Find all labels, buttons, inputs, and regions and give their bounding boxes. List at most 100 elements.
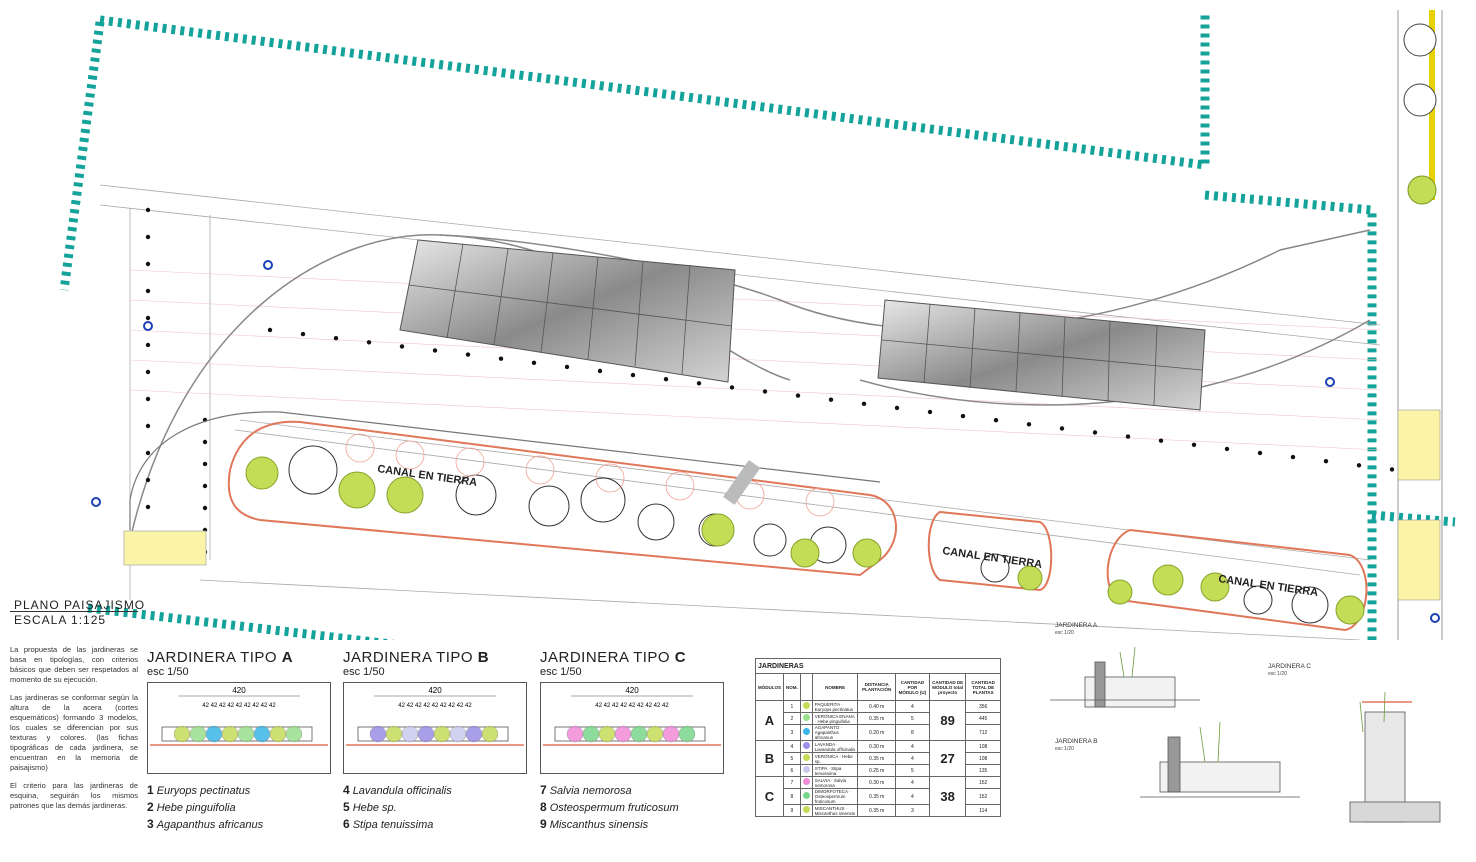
plant-total: 356 bbox=[965, 700, 1001, 713]
section-drawings bbox=[1050, 646, 1441, 823]
plant-total: 135 bbox=[965, 764, 1001, 777]
svg-text:42 42 42 42 42 42 42 42 42: 42 42 42 42 42 42 42 42 42 bbox=[398, 703, 472, 709]
bollard bbox=[333, 336, 339, 341]
plant-name: VERÓNICA · Hebe sp. bbox=[811, 752, 859, 765]
plant-total: 712 bbox=[965, 724, 1001, 741]
row-number: 6 bbox=[783, 764, 801, 777]
plant-distance: 0.40 m bbox=[857, 700, 896, 713]
bollard bbox=[630, 372, 636, 378]
bollard bbox=[145, 369, 151, 375]
bollard bbox=[696, 381, 702, 386]
jardinera-drawing: 420 42 42 42 42 42 42 42 42 42 bbox=[343, 682, 527, 774]
plant-distance: 0.30 m bbox=[857, 776, 896, 789]
plant-swatch bbox=[799, 764, 813, 777]
bollard bbox=[564, 364, 570, 370]
bollard bbox=[145, 288, 151, 294]
bollard bbox=[1158, 438, 1164, 443]
bollard bbox=[366, 340, 372, 345]
plant-name: SALVIA · Salvia nemorosa bbox=[811, 776, 859, 789]
shade-tent-right bbox=[877, 299, 1206, 411]
section-b-title: JARDINERA B bbox=[1055, 738, 1098, 745]
trees-green bbox=[245, 456, 1365, 625]
bollard bbox=[202, 461, 208, 467]
bollard bbox=[861, 401, 867, 406]
row-number: 3 bbox=[783, 724, 801, 741]
plant-total: 445 bbox=[965, 712, 1001, 725]
bollard bbox=[145, 315, 151, 321]
module-count: 89 bbox=[928, 700, 967, 741]
bollard bbox=[300, 331, 306, 337]
bollard bbox=[663, 377, 669, 382]
plant-name: VERÓNICA ENANA · Hebe pinguifolia bbox=[811, 712, 859, 725]
jardinera-title: JARDINERA TIPO C bbox=[540, 649, 687, 666]
plant-total: 108 bbox=[965, 740, 1001, 753]
table-header: NOMBRE bbox=[811, 673, 859, 701]
plant-swatch bbox=[799, 752, 813, 765]
bollard bbox=[1290, 454, 1296, 460]
bollard bbox=[993, 418, 999, 423]
section-c-header: JARDINERA C esc 1/20 bbox=[1268, 663, 1311, 677]
plant-swatch bbox=[799, 740, 813, 753]
plant-qty: 4 bbox=[894, 788, 930, 805]
plant-qty: 4 bbox=[894, 776, 930, 789]
plant-distance: 0.35 m bbox=[857, 804, 896, 817]
plant-distance: 0.35 m bbox=[857, 752, 896, 765]
jardinera-scale: esc 1/50 bbox=[540, 666, 582, 678]
plant-distance: 0.35 m bbox=[857, 788, 896, 805]
bollard bbox=[145, 396, 151, 402]
bollard bbox=[145, 450, 151, 456]
row-number: 2 bbox=[783, 712, 801, 725]
planter-middle bbox=[927, 510, 1053, 592]
bollard bbox=[762, 389, 768, 394]
svg-text:420: 420 bbox=[428, 686, 442, 695]
plant-distance: 0.25 m bbox=[857, 764, 896, 777]
row-number: 9 bbox=[783, 804, 801, 817]
intro-text: La propuesta de las jardineras se basa e… bbox=[10, 645, 138, 818]
plant-name: AGAPANTO · Agapanthus africanus bbox=[811, 724, 859, 741]
plant-name: MISCANTHUS · Miscanthus sinensis bbox=[811, 804, 859, 817]
plant-name: LAVANDA · Lavandula officinalis bbox=[811, 740, 859, 753]
bollard bbox=[1389, 467, 1395, 472]
row-number: 7 bbox=[783, 776, 801, 789]
svg-text:420: 420 bbox=[625, 686, 639, 695]
bollard bbox=[531, 360, 537, 365]
plant-total: 108 bbox=[965, 752, 1001, 765]
jardinera-type-b: JARDINERA TIPO B esc 1/50 420 42 42 42 4… bbox=[343, 649, 527, 833]
landscape-plan: CANAL EN TIERRA CANAL EN TIERRA CANAL EN… bbox=[59, 10, 1456, 640]
right-strip bbox=[1397, 10, 1443, 640]
plant-total: 152 bbox=[965, 776, 1001, 789]
site-boundary bbox=[59, 15, 1456, 640]
row-number: 1 bbox=[783, 700, 801, 713]
intro-paragraph: Las jardineras se conformar según la alt… bbox=[10, 692, 138, 773]
module-letter: A bbox=[755, 700, 784, 741]
module-letter: C bbox=[755, 776, 784, 817]
bollard bbox=[145, 423, 151, 429]
plant-distance: 0.20 m bbox=[857, 724, 896, 741]
plant-qty: 8 bbox=[894, 724, 930, 741]
bollard bbox=[498, 356, 504, 361]
jardinera-title: JARDINERA TIPO B bbox=[343, 649, 490, 666]
bollard bbox=[927, 409, 933, 415]
intro-paragraph: El criterio para las jardineras de esqui… bbox=[10, 780, 138, 810]
section-b-header: JARDINERA B esc 1/20 bbox=[1055, 738, 1098, 752]
jardinera-type-c: JARDINERA TIPO C esc 1/50 420 42 42 42 4… bbox=[540, 649, 724, 833]
section-a-header: JARDINERA A esc 1/20 bbox=[1055, 622, 1097, 636]
plant-swatch bbox=[799, 712, 813, 725]
table-header: DISTANCIA PLANTACIÓN bbox=[857, 673, 896, 701]
bollard bbox=[202, 439, 208, 445]
plan-title: PLANO PAISAJISMO bbox=[14, 598, 146, 612]
table-header: MÓDULOS bbox=[755, 673, 784, 701]
